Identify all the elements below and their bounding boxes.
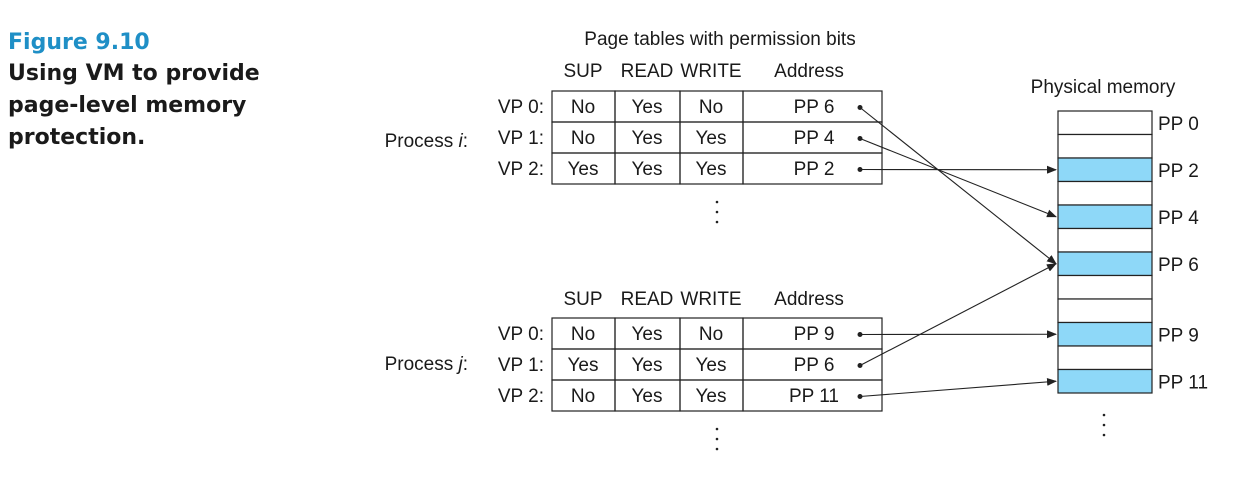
column-header-write: WRITE	[680, 61, 741, 82]
read-value: Yes	[632, 355, 663, 376]
address-value: PP 2	[794, 159, 835, 180]
memory-slot-label: PP 9	[1158, 325, 1199, 346]
read-value: Yes	[632, 386, 663, 407]
ellipsis-dot	[1102, 413, 1106, 417]
memory-slot	[1057, 227, 1153, 253]
figure-title: Using VM to provide page-level memory pr…	[8, 61, 260, 150]
memory-slot	[1057, 133, 1153, 159]
sup-value: No	[571, 97, 595, 118]
sup-value: No	[571, 324, 595, 345]
ellipsis-dot	[715, 437, 719, 441]
sup-value: No	[571, 386, 595, 407]
process-label: Process i:	[385, 131, 468, 152]
column-header-sup: SUP	[563, 61, 602, 82]
table-cell-border	[742, 379, 883, 412]
address-value: PP 11	[789, 386, 839, 407]
table-cell-border	[742, 152, 883, 185]
ellipsis-dot	[715, 427, 719, 431]
write-value: Yes	[696, 355, 727, 376]
address-value: PP 6	[794, 355, 835, 376]
address-value: PP 6	[794, 97, 835, 118]
memory-slot-label: PP 11	[1158, 372, 1208, 393]
memory-slot	[1057, 110, 1153, 136]
column-header-read: READ	[621, 61, 674, 82]
memory-slot-filled	[1057, 321, 1153, 347]
memory-slot-label: PP 2	[1158, 161, 1199, 182]
memory-slot-filled	[1057, 157, 1153, 183]
vp-label: VP 0:	[498, 97, 544, 118]
memory-slot	[1057, 180, 1153, 206]
memory-slot-filled	[1057, 204, 1153, 230]
memory-slot	[1057, 274, 1153, 300]
column-header-read: READ	[621, 289, 674, 310]
ellipsis-dot	[715, 210, 719, 214]
read-value: Yes	[632, 324, 663, 345]
figure-caption: Figure 9.10 Using VM to provide page-lev…	[8, 28, 308, 154]
memory-slot	[1057, 345, 1153, 371]
write-value: Yes	[696, 386, 727, 407]
ellipsis-dot	[1102, 423, 1106, 427]
physical-memory-title: Physical memory	[1031, 77, 1176, 98]
write-value: No	[699, 97, 723, 118]
memory-slot-label: PP 4	[1158, 208, 1199, 229]
memory-slot-filled	[1057, 368, 1153, 394]
column-header-address: Address	[774, 61, 844, 82]
sup-value: No	[571, 128, 595, 149]
vp-label: VP 1:	[498, 128, 544, 149]
vp-label: VP 1:	[498, 355, 544, 376]
process-label: Process j:	[385, 354, 468, 375]
memory-slot	[1057, 298, 1153, 324]
ellipsis-dot	[715, 447, 719, 451]
figure-number: Figure 9.10	[8, 30, 150, 55]
mapping-arrow	[859, 377, 1057, 398]
ellipsis-dot	[715, 220, 719, 224]
ellipsis-dot	[715, 200, 719, 204]
page-tables-title: Page tables with permission bits	[584, 29, 855, 50]
address-value: PP 4	[794, 128, 835, 149]
mapping-arrow	[859, 137, 1057, 218]
write-value: Yes	[696, 128, 727, 149]
mapping-arrow	[859, 107, 1057, 265]
read-value: Yes	[632, 128, 663, 149]
read-value: Yes	[632, 97, 663, 118]
column-header-sup: SUP	[563, 289, 602, 310]
write-value: Yes	[696, 159, 727, 180]
write-value: No	[699, 324, 723, 345]
memory-slot-label: PP 6	[1158, 255, 1199, 276]
sup-value: Yes	[568, 355, 599, 376]
column-header-address: Address	[774, 289, 844, 310]
memory-slot-filled	[1057, 251, 1153, 277]
ellipsis-dot	[1102, 433, 1106, 437]
column-header-write: WRITE	[680, 289, 741, 310]
address-value: PP 9	[794, 324, 835, 345]
sup-value: Yes	[568, 159, 599, 180]
vp-label: VP 2:	[498, 159, 544, 180]
mapping-arrow	[859, 263, 1057, 366]
memory-slot-label: PP 0	[1158, 114, 1199, 135]
read-value: Yes	[632, 159, 663, 180]
vp-label: VP 2:	[498, 386, 544, 407]
vp-label: VP 0:	[498, 324, 544, 345]
